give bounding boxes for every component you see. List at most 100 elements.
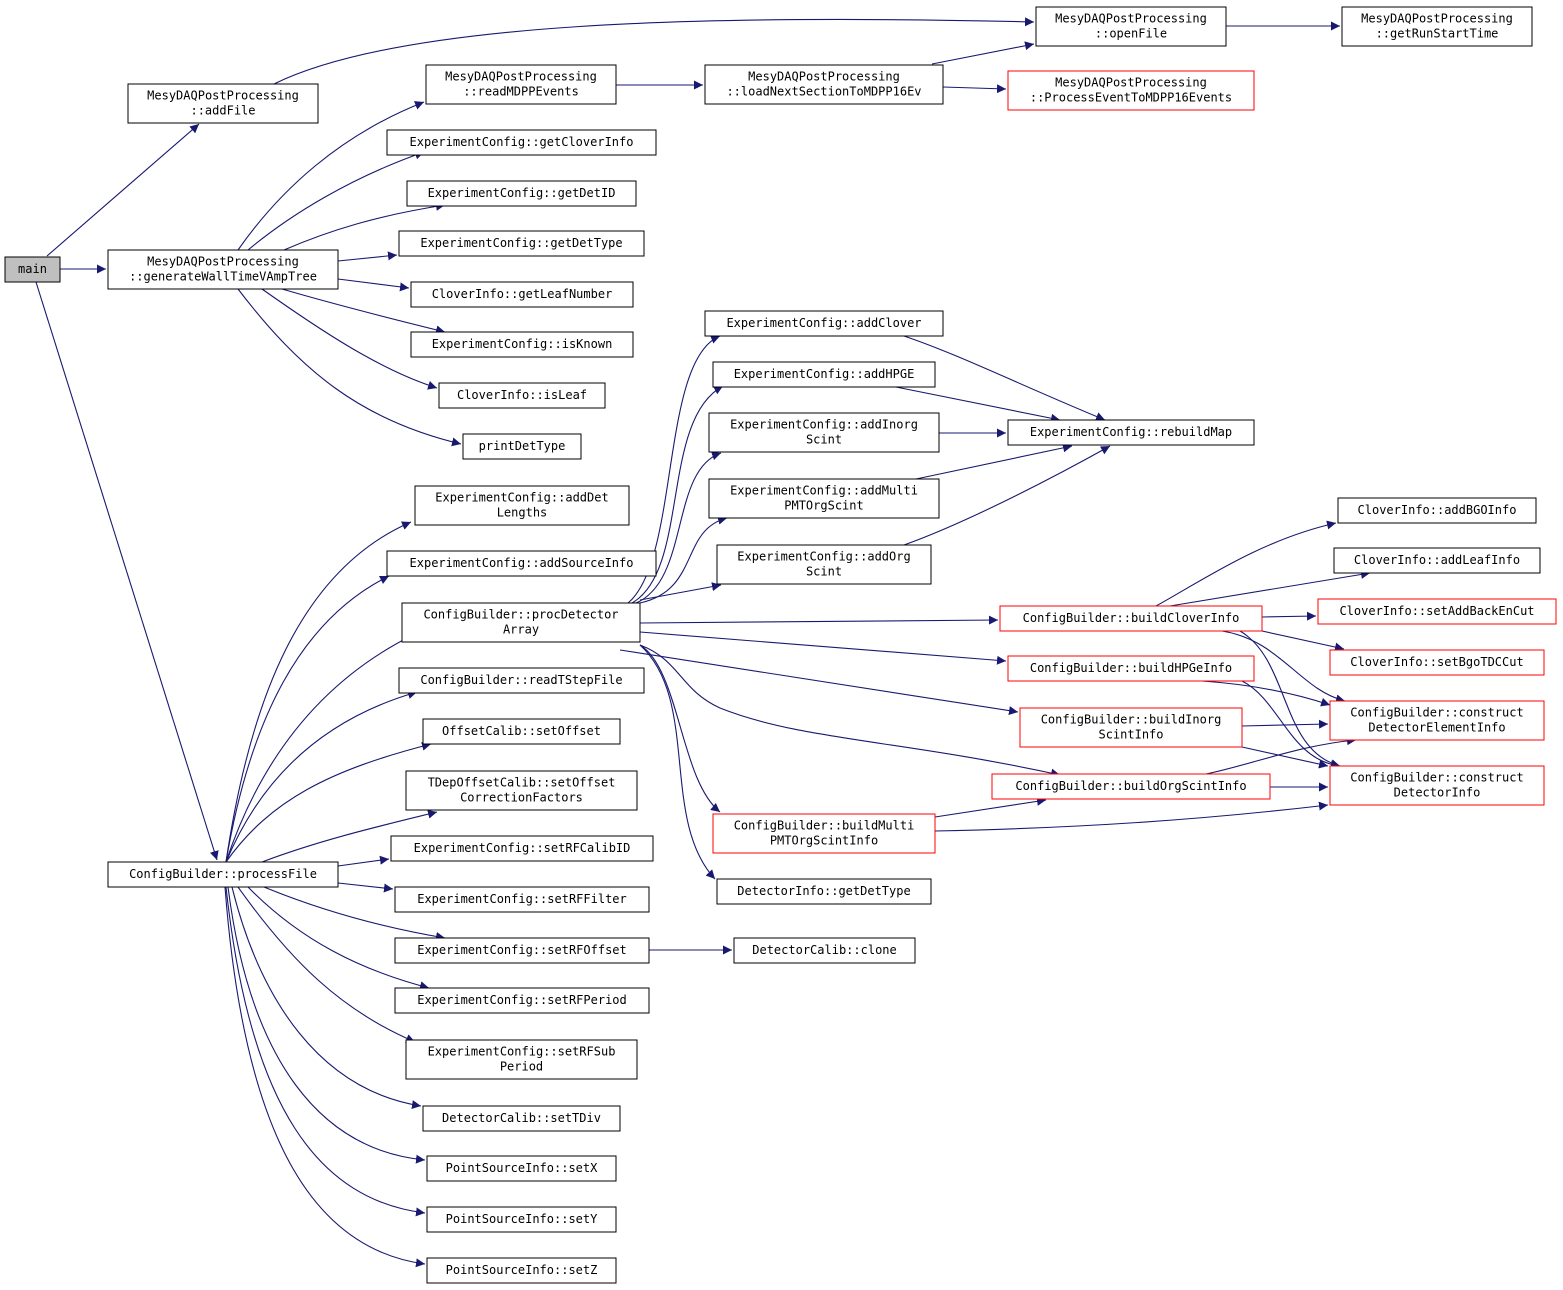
- node-getDetID[interactable]: ExperimentConfig::getDetID: [406, 180, 637, 207]
- node-box[interactable]: [401, 602, 641, 643]
- node-box[interactable]: [426, 1206, 617, 1233]
- node-getRunStartTime[interactable]: MesyDAQPostProcessing::getRunStartTime: [1341, 6, 1533, 47]
- node-box[interactable]: [394, 886, 650, 913]
- node-constructElementInfo[interactable]: ConfigBuilder::constructDetectorElementI…: [1329, 700, 1545, 741]
- node-setOffset[interactable]: OffsetCalib::setOffset: [422, 718, 621, 745]
- node-box[interactable]: [107, 249, 339, 290]
- node-printDetType[interactable]: printDetType: [462, 433, 582, 460]
- node-diGetDetType[interactable]: DetectorInfo::getDetType: [716, 878, 932, 905]
- node-setAddBackEnCut[interactable]: CloverInfo::setAddBackEnCut: [1317, 598, 1557, 625]
- node-box[interactable]: [405, 1039, 638, 1080]
- node-box[interactable]: [704, 310, 944, 337]
- node-box[interactable]: [398, 230, 645, 257]
- node-setTDiv[interactable]: DetectorCalib::setTDiv: [422, 1105, 621, 1132]
- node-box[interactable]: [462, 433, 582, 460]
- node-setOffsetCorrection[interactable]: TDepOffsetCalib::setOffsetCorrectionFact…: [405, 770, 638, 811]
- node-addBGOInfo[interactable]: CloverInfo::addBGOInfo: [1337, 497, 1537, 524]
- node-box[interactable]: [1007, 655, 1255, 682]
- node-box[interactable]: [410, 331, 634, 358]
- node-box[interactable]: [708, 412, 940, 453]
- node-box[interactable]: [1317, 598, 1557, 625]
- node-box[interactable]: [1329, 700, 1545, 741]
- node-addFile[interactable]: MesyDAQPostProcessing::addFile: [127, 83, 319, 124]
- node-addSourceInfo[interactable]: ExperimentConfig::addSourceInfo: [386, 550, 657, 577]
- node-box[interactable]: [394, 937, 650, 964]
- node-box[interactable]: [422, 718, 621, 745]
- node-buildHPGeInfo[interactable]: ConfigBuilder::buildHPGeInfo: [1007, 655, 1255, 682]
- node-box[interactable]: [398, 667, 645, 694]
- node-addHPGE[interactable]: ExperimentConfig::addHPGE: [712, 361, 936, 388]
- node-box[interactable]: [422, 1105, 621, 1132]
- node-box[interactable]: [438, 382, 606, 409]
- node-box[interactable]: [426, 1155, 617, 1182]
- node-box[interactable]: [406, 180, 637, 207]
- node-box[interactable]: [704, 64, 944, 105]
- node-addLeafInfo[interactable]: CloverInfo::addLeafInfo: [1333, 547, 1541, 574]
- node-box[interactable]: [394, 987, 650, 1014]
- node-setX[interactable]: PointSourceInfo::setX: [426, 1155, 617, 1182]
- node-box[interactable]: [1019, 707, 1243, 748]
- node-setRFCalibID[interactable]: ExperimentConfig::setRFCalibID: [390, 835, 654, 862]
- node-box[interactable]: [386, 550, 657, 577]
- node-ecGetDetType[interactable]: ExperimentConfig::getDetType: [398, 230, 645, 257]
- node-box[interactable]: [1341, 6, 1533, 47]
- node-box[interactable]: [1007, 70, 1255, 111]
- node-box[interactable]: [733, 937, 916, 964]
- node-box[interactable]: [991, 773, 1271, 800]
- node-box[interactable]: [999, 605, 1263, 632]
- node-box[interactable]: [390, 835, 654, 862]
- node-box[interactable]: [386, 129, 657, 156]
- node-box[interactable]: [712, 813, 936, 854]
- node-box[interactable]: [425, 64, 617, 105]
- node-processFile[interactable]: ConfigBuilder::processFile: [107, 861, 339, 888]
- node-isKnown[interactable]: ExperimentConfig::isKnown: [410, 331, 634, 358]
- node-readMDPPEvents[interactable]: MesyDAQPostProcessing::readMDPPEvents: [425, 64, 617, 105]
- node-clone[interactable]: DetectorCalib::clone: [733, 937, 916, 964]
- node-setRFOffset[interactable]: ExperimentConfig::setRFOffset: [394, 937, 650, 964]
- node-box[interactable]: [1329, 765, 1545, 806]
- node-box[interactable]: [405, 770, 638, 811]
- node-loadNextSection[interactable]: MesyDAQPostProcessing::loadNextSectionTo…: [704, 64, 944, 105]
- node-setY[interactable]: PointSourceInfo::setY: [426, 1206, 617, 1233]
- node-box[interactable]: [127, 83, 319, 124]
- node-box[interactable]: [708, 478, 940, 519]
- node-setZ[interactable]: PointSourceInfo::setZ: [426, 1257, 617, 1284]
- node-box[interactable]: [426, 1257, 617, 1284]
- node-setRFFilter[interactable]: ExperimentConfig::setRFFilter: [394, 886, 650, 913]
- node-box[interactable]: [414, 485, 630, 526]
- node-box[interactable]: [1007, 419, 1255, 446]
- node-buildCloverInfo[interactable]: ConfigBuilder::buildCloverInfo: [999, 605, 1263, 632]
- node-box[interactable]: [1337, 497, 1537, 524]
- node-rebuildMap[interactable]: ExperimentConfig::rebuildMap: [1007, 419, 1255, 446]
- node-box[interactable]: [107, 861, 339, 888]
- node-box[interactable]: [716, 544, 932, 585]
- node-main[interactable]: main: [4, 256, 61, 283]
- node-getLeafNumber[interactable]: CloverInfo::getLeafNumber: [410, 281, 634, 308]
- node-addClover[interactable]: ExperimentConfig::addClover: [704, 310, 944, 337]
- node-box[interactable]: [712, 361, 936, 388]
- node-setRFPeriod[interactable]: ExperimentConfig::setRFPeriod: [394, 987, 650, 1014]
- node-openFile[interactable]: MesyDAQPostProcessing::openFile: [1035, 6, 1227, 47]
- node-getCloverInfo[interactable]: ExperimentConfig::getCloverInfo: [386, 129, 657, 156]
- node-box[interactable]: [716, 878, 932, 905]
- node-isLeaf[interactable]: CloverInfo::isLeaf: [438, 382, 606, 409]
- node-generateWallTime[interactable]: MesyDAQPostProcessing::generateWallTimeV…: [107, 249, 339, 290]
- node-box[interactable]: [1035, 6, 1227, 47]
- node-box[interactable]: [1333, 547, 1541, 574]
- node-box[interactable]: [410, 281, 634, 308]
- node-readTStepFile[interactable]: ConfigBuilder::readTStepFile: [398, 667, 645, 694]
- node-processEventToMDPP16[interactable]: MesyDAQPostProcessing::ProcessEventToMDP…: [1007, 70, 1255, 111]
- node-setBgoTDCCut[interactable]: CloverInfo::setBgoTDCCut: [1329, 649, 1545, 676]
- node-buildOrgScintInfo[interactable]: ConfigBuilder::buildOrgScintInfo: [991, 773, 1271, 800]
- node-box[interactable]: [1329, 649, 1545, 676]
- node-box[interactable]: [4, 256, 61, 283]
